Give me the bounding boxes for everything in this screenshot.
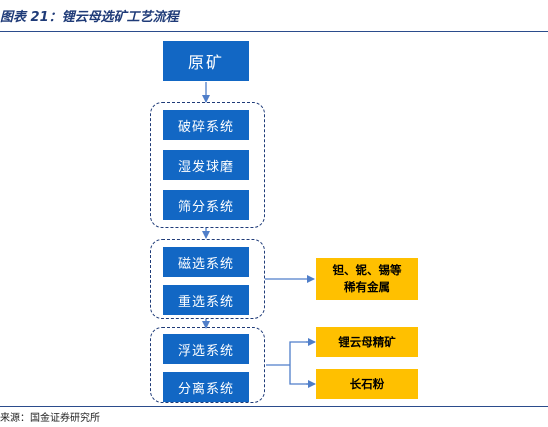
- magnetic-separation-box: 磁选系统: [163, 247, 249, 277]
- separation-system-box: 分离系统: [163, 372, 249, 402]
- wet-ball-mill-box: 湿发球磨: [163, 150, 249, 180]
- gravity-separation-box: 重选系统: [163, 285, 249, 315]
- screening-system-box: 筛分系统: [163, 190, 249, 220]
- feldspar-powder-box: 长石粉: [316, 369, 418, 399]
- crushing-system-box: 破碎系统: [163, 110, 249, 140]
- title-rule: [0, 31, 548, 32]
- flotation-system-box: 浮选系统: [163, 334, 249, 364]
- raw-ore-box: 原矿: [163, 41, 249, 81]
- arrow-group3-split: [266, 341, 313, 385]
- lepidolite-concentrate-box: 锂云母精矿: [316, 327, 418, 357]
- source-rule: [0, 406, 548, 407]
- rare-metals-line-1: 钽、铌、锡等: [332, 263, 402, 277]
- flotation-separation-group: [150, 327, 265, 403]
- rare-metals-line-2: 稀有金属: [344, 280, 390, 294]
- figure-source: 来源：国金证券研究所: [0, 413, 100, 424]
- crushing-grinding-group: [150, 102, 265, 228]
- rare-metals-output-box: 钽、铌、锡等 稀有金属: [316, 258, 418, 300]
- figure-title: 图表 21：锂云母选矿工艺流程: [0, 10, 179, 25]
- magnetic-gravity-group: [150, 239, 265, 319]
